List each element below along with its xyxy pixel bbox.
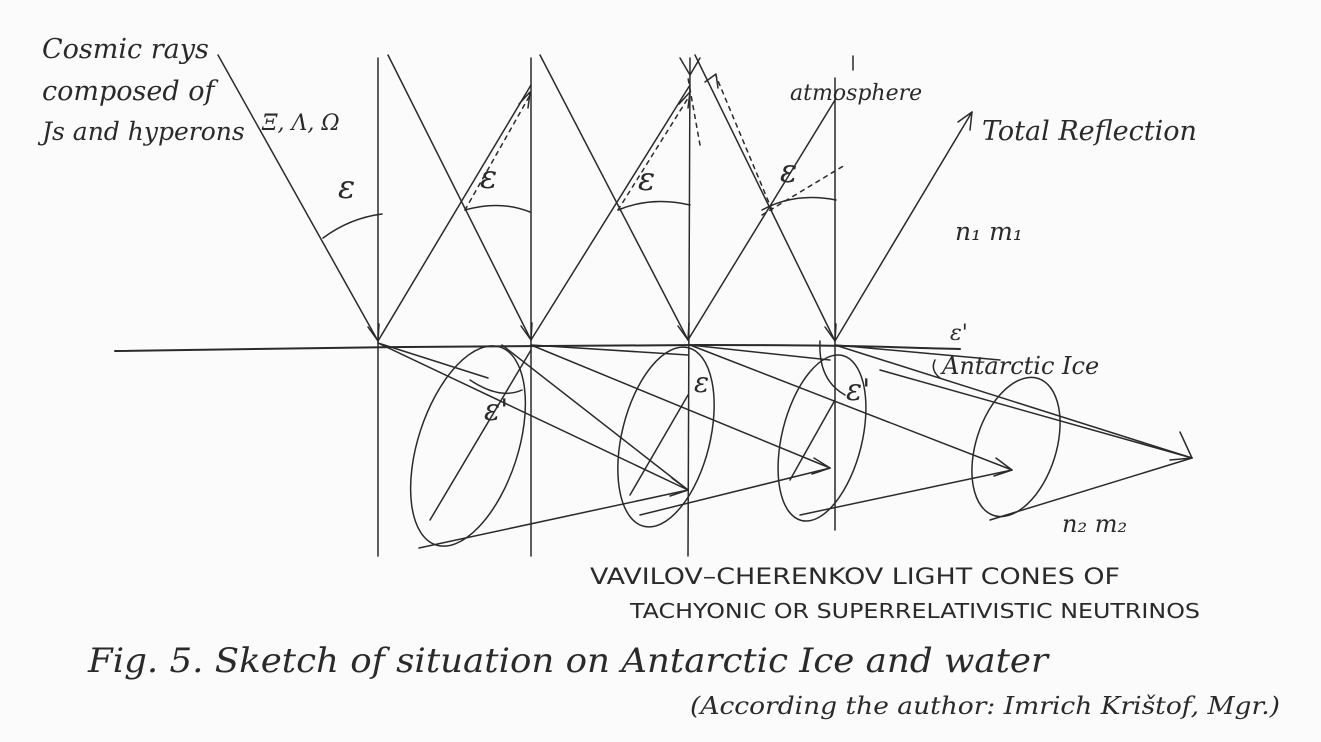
dashed-ray-3 bbox=[715, 75, 773, 211]
hyperons-label: Ξ, Λ, Ω bbox=[261, 111, 340, 136]
dashed-ray-4 bbox=[761, 164, 846, 216]
cones-caption-line2: TACHYONIC OR SUPERRELATIVISTIC NEUTRINOS bbox=[629, 599, 1200, 623]
cone2-diagonal bbox=[629, 394, 689, 496]
ice-surface-line bbox=[114, 344, 961, 352]
cone2-bottom bbox=[639, 467, 831, 516]
normal-line-3 bbox=[687, 57, 691, 557]
cone1-top bbox=[377, 342, 689, 491]
incoming-ray-1 bbox=[217, 54, 379, 342]
cone3-bottom bbox=[799, 469, 1013, 516]
reflected-rays bbox=[377, 84, 973, 342]
epsilon-label-below-2: ε bbox=[694, 366, 709, 399]
cone2-arrowhead bbox=[811, 457, 831, 475]
cone4-arrowhead bbox=[1169, 431, 1193, 461]
cone3-arrowhead bbox=[993, 457, 1013, 477]
cone-ellipse-4 bbox=[971, 376, 1061, 518]
atmosphere-label: atmosphere bbox=[790, 81, 922, 106]
cosmic-rays-line3: Js and hyperons bbox=[37, 117, 245, 146]
cone4-inner bbox=[879, 369, 1193, 459]
epsilon-arc-2 bbox=[464, 204, 531, 213]
arrowhead-top bbox=[679, 57, 701, 76]
n2m2-label: n₂ m₂ bbox=[1062, 510, 1127, 538]
epsilon-label-1: ε bbox=[338, 168, 355, 206]
epsilon-prime-arc-4 bbox=[819, 340, 846, 396]
antarctic-ice-pointer bbox=[932, 359, 941, 379]
cone-ellipse-2 bbox=[617, 346, 715, 528]
total-reflection-arrowhead bbox=[957, 111, 973, 131]
epsilon-prime-label-1: ε' bbox=[484, 393, 508, 428]
epsilon-prime-arc-1 bbox=[469, 379, 523, 395]
cone3-upper-edge bbox=[689, 344, 831, 361]
epsilon-arc-3 bbox=[617, 200, 691, 211]
incoming-ray-2 bbox=[387, 54, 532, 341]
cone1-inner bbox=[501, 344, 689, 491]
epsilon-label-4: ε bbox=[780, 152, 797, 190]
dashed-ray-2 bbox=[617, 94, 691, 211]
cone4-upper-edge bbox=[834, 344, 1001, 361]
epsilon-arc-1 bbox=[322, 213, 383, 239]
epsilon-label-3: ε bbox=[638, 160, 655, 198]
author-credit: (According the author: Imrich Krištof, M… bbox=[690, 692, 1280, 720]
cone1-arrowhead bbox=[669, 477, 689, 497]
epsilon-prime-arcs bbox=[469, 340, 846, 396]
cone4-top bbox=[834, 344, 1193, 459]
cosmic-rays-line2: composed of bbox=[42, 76, 218, 107]
cosmic-rays-line1: Cosmic rays bbox=[42, 34, 209, 65]
total-reflection-ray bbox=[834, 111, 973, 342]
cone-ellipse-3 bbox=[777, 354, 867, 522]
incoming-ray-4 bbox=[694, 54, 836, 342]
cone-generators bbox=[377, 342, 1193, 549]
epsilon-arc-4 bbox=[761, 196, 837, 211]
incoming-ray-3 bbox=[539, 54, 689, 341]
dashed-arrowhead-3 bbox=[704, 73, 719, 89]
dashed-ray-5 bbox=[687, 77, 701, 146]
dashed-ray-1 bbox=[464, 94, 531, 211]
total-reflection-label: Total Reflection bbox=[982, 116, 1197, 147]
epsilon-arcs bbox=[322, 196, 837, 239]
dashed-rays bbox=[464, 73, 846, 216]
epsilon-prime-side-label: ε' bbox=[950, 321, 968, 346]
cone4-bottom bbox=[989, 457, 1193, 521]
epsilon-prime-label-3: ε' bbox=[846, 373, 870, 408]
cone2-upper-edge bbox=[530, 344, 689, 356]
cones-caption-line1: VAVILOV–CHERENKOV LIGHT CONES OF bbox=[590, 565, 1120, 590]
n1m1-label: n₁ m₁ bbox=[955, 217, 1023, 246]
cone3-top bbox=[689, 344, 1013, 471]
cone3-diagonal bbox=[789, 399, 836, 481]
reflected-ray-1 bbox=[377, 84, 532, 342]
reflected-ray-3 bbox=[687, 99, 836, 341]
epsilon-label-2: ε bbox=[480, 158, 497, 196]
cone1-bottom bbox=[418, 489, 689, 549]
antarctic-ice-label: Antarctic Ice bbox=[940, 352, 1099, 380]
cone1-diagonal bbox=[429, 349, 532, 521]
cone1-upper-edge bbox=[377, 342, 489, 379]
figure-caption: Fig. 5. Sketch of situation on Antarctic… bbox=[87, 641, 1050, 681]
dashed-arrowhead-1 bbox=[518, 91, 531, 109]
reflected-ray-2 bbox=[530, 84, 691, 341]
